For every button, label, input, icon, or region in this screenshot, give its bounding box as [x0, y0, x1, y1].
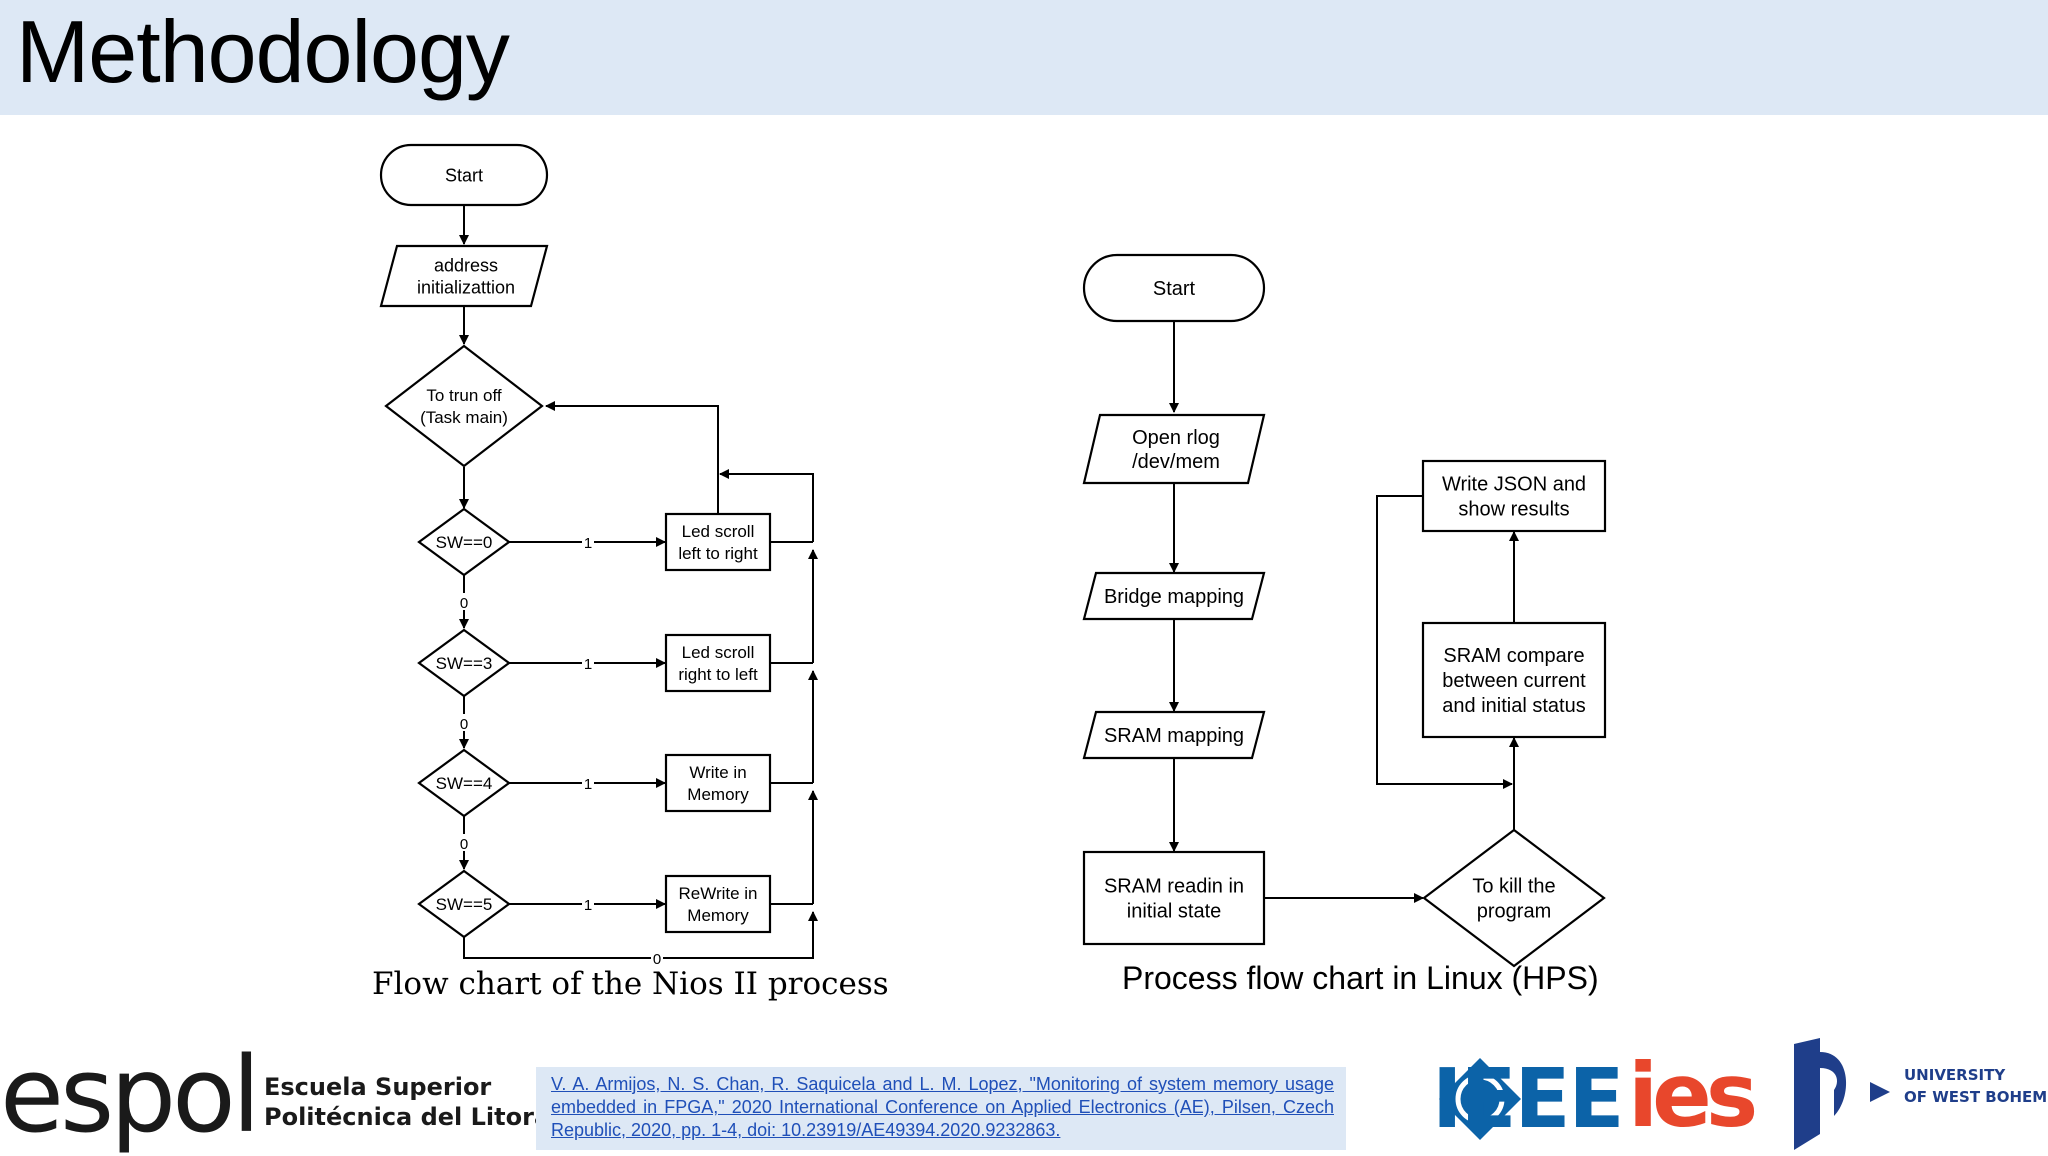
uwb-line1: UNIVERSITY	[1904, 1066, 2006, 1084]
right-kill-node	[1422, 828, 1606, 968]
espol-name-line2: Politécnica del Litoral	[264, 1103, 559, 1131]
switch-node-3	[417, 869, 511, 939]
uwb-line2: OF WEST BOHEMIA	[1904, 1088, 2048, 1106]
action-node-3	[664, 874, 772, 934]
espol-logo: espol	[0, 1034, 261, 1156]
right-bridge-label: Bridge mapping	[1104, 586, 1244, 608]
edge-write-loop	[1376, 495, 1513, 789]
switch-label-3: SW==5	[436, 895, 493, 914]
ies-logo: ies	[1628, 1044, 1758, 1147]
uwb-logo-text: UNIVERSITY OF WEST BOHEMIA	[1904, 1064, 2048, 1108]
left-decision-label: To trun off(Task main)	[420, 386, 508, 427]
action-node-0	[664, 512, 772, 572]
no-label-0: 0	[460, 595, 468, 612]
yes-label-3-bg	[582, 895, 594, 912]
no-label-3-bg	[651, 949, 663, 966]
title-banner	[0, 0, 2048, 115]
right-readin-node	[1082, 850, 1266, 946]
switch-label-1: SW==3	[436, 654, 493, 673]
no-label-3: 0	[653, 951, 661, 968]
switch-node-1	[417, 628, 511, 698]
left-init-node	[379, 244, 549, 308]
yes-label-2-bg	[582, 774, 594, 791]
switch-label-0: SW==0	[436, 533, 493, 552]
no-label-0-bg	[458, 593, 470, 610]
yes-label-1-bg	[582, 654, 594, 671]
yes-label-1: 1	[584, 656, 592, 673]
right-write-node	[1421, 459, 1607, 533]
uwb-logo-icon	[1794, 1038, 1890, 1150]
action-node-1	[664, 633, 772, 693]
right-open-label: Open rlog/dev/mem	[1132, 427, 1220, 473]
action-node-2	[664, 753, 772, 813]
page-title: Methodology	[16, 2, 510, 101]
no-label-1-bg	[458, 714, 470, 731]
no-label-1: 0	[460, 716, 468, 733]
switch-node-0	[417, 507, 511, 577]
right-chart-caption: Process flow chart in Linux (HPS)	[1122, 960, 1599, 996]
ieee-logo: IEEE	[1432, 1052, 1625, 1147]
yes-label-0: 1	[584, 535, 592, 552]
loop-bus-top	[719, 469, 814, 542]
right-sram-map-node	[1082, 710, 1266, 760]
left-decision-node	[384, 344, 544, 468]
yes-label-0-bg	[582, 533, 594, 550]
edge-sw5-no	[463, 937, 814, 959]
espol-institution-name: Escuela Superior Politécnica del Litoral	[264, 1072, 558, 1132]
right-open-node	[1082, 413, 1266, 485]
espol-name-line1: Escuela Superior	[264, 1073, 492, 1101]
loop-to-decision	[545, 401, 719, 514]
left-start-node	[379, 143, 549, 207]
no-label-2-bg	[458, 834, 470, 851]
citation-link[interactable]: V. A. Armijos, N. S. Chan, R. Saquicela …	[536, 1067, 1346, 1150]
no-label-2: 0	[460, 836, 468, 853]
left-chart-caption: Flow chart of the Nios II process	[372, 966, 889, 1002]
ieee-diamond-icon	[1439, 1058, 1521, 1140]
switch-label-2: SW==4	[436, 774, 493, 793]
yes-label-2: 1	[584, 776, 592, 793]
left-start-label: Start	[445, 165, 483, 185]
yes-label-3: 1	[584, 897, 592, 914]
right-start-node	[1082, 253, 1266, 323]
right-bridge-node	[1082, 571, 1266, 621]
right-sram-map-label: SRAM mapping	[1104, 725, 1244, 747]
right-compare-node	[1421, 621, 1607, 739]
right-start-label: Start	[1153, 278, 1196, 300]
switch-node-2	[417, 748, 511, 818]
